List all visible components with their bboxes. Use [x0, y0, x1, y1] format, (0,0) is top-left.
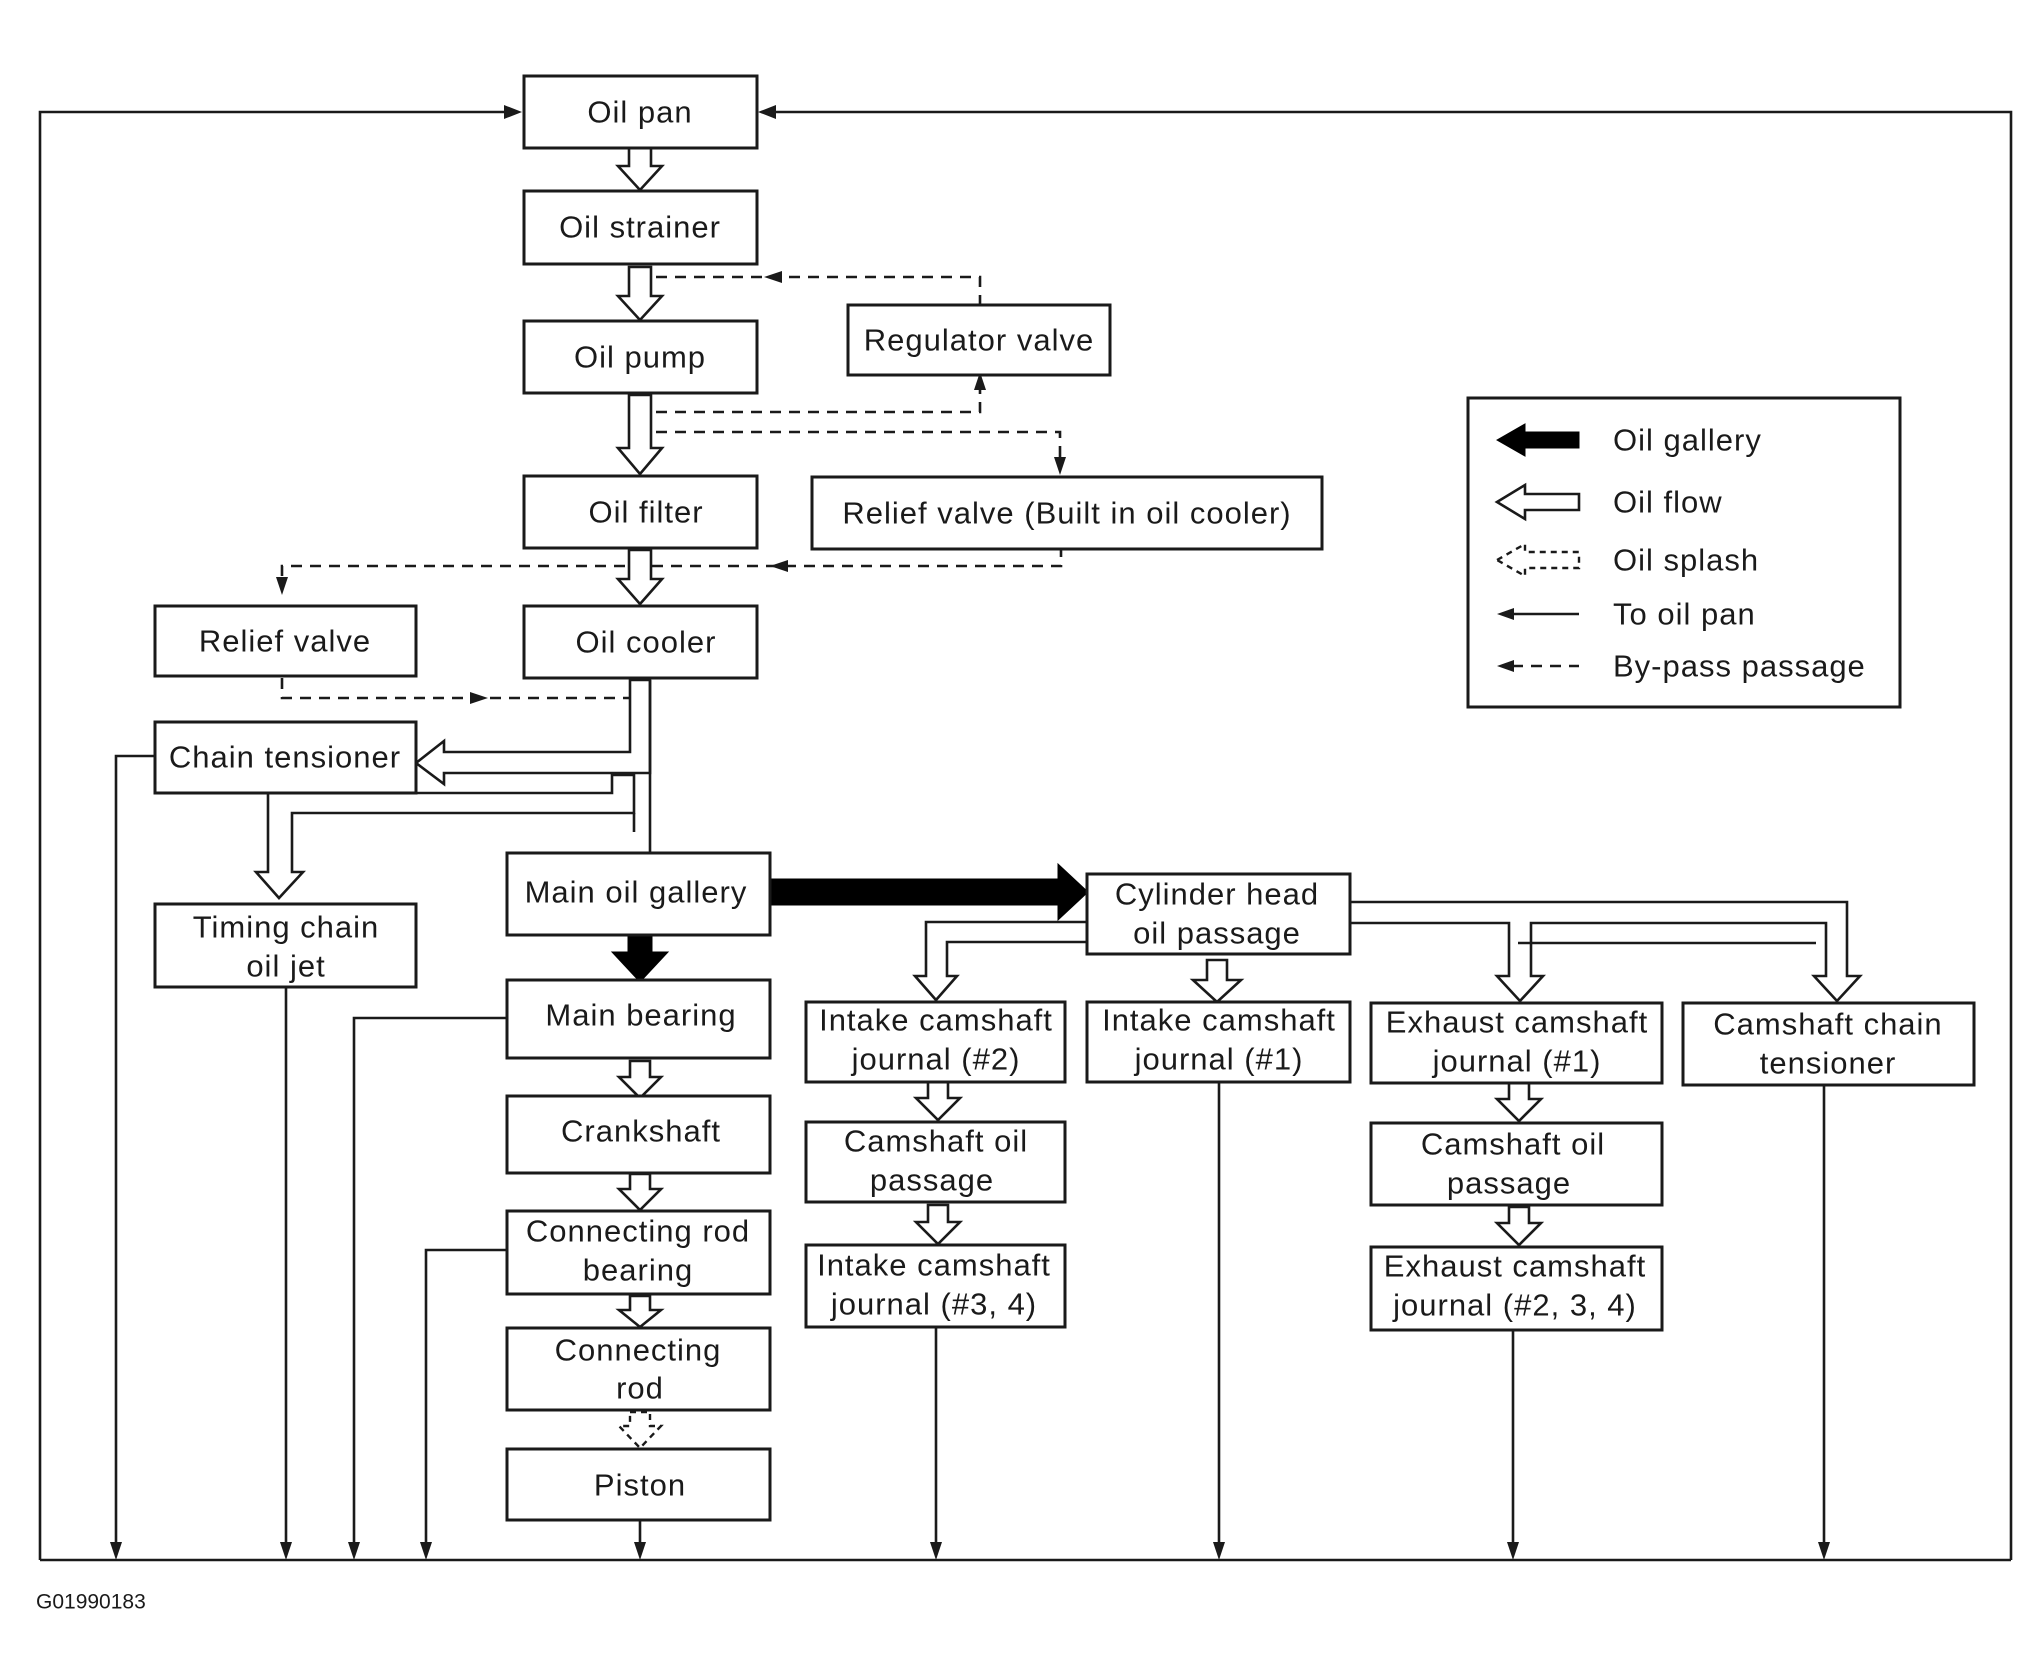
node-camshaft-oil-passage-intake: Camshaft oil passage: [804, 1120, 1067, 1204]
svg-text:Oil gallery: Oil gallery: [1613, 423, 1762, 458]
svg-text:Oil filter: Oil filter: [588, 495, 703, 530]
svg-text:Piston: Piston: [594, 1468, 686, 1503]
svg-text:Oil cooler: Oil cooler: [576, 625, 717, 660]
svg-text:Connecting rod: Connecting rod: [526, 1214, 750, 1249]
node-oil-cooler: Oil cooler: [522, 604, 759, 680]
svg-text:Oil pump: Oil pump: [574, 340, 706, 375]
figure-code: G01990183: [36, 1591, 146, 1614]
svg-text:Intake camshaft: Intake camshaft: [817, 1248, 1051, 1283]
node-timing-chain-oil-jet: Timing chain oil jet: [153, 902, 418, 989]
svg-text:Relief valve (Built in oil coo: Relief valve (Built in oil cooler): [842, 496, 1291, 531]
svg-text:Main oil gallery: Main oil gallery: [525, 875, 748, 910]
svg-text:passage: passage: [870, 1163, 994, 1198]
svg-text:Timing chain: Timing chain: [193, 910, 380, 945]
node-piston: Piston: [505, 1447, 772, 1522]
svg-text:journal (#2): journal (#2): [851, 1042, 1021, 1077]
svg-text:Camshaft chain: Camshaft chain: [1713, 1007, 1942, 1042]
return-loop: [38, 105, 2013, 1562]
node-exhaust-camshaft-journal-234: Exhaust camshaft journal (#2, 3, 4): [1369, 1245, 1664, 1332]
svg-text:Intake camshaft: Intake camshaft: [819, 1003, 1053, 1038]
svg-text:Exhaust camshaft: Exhaust camshaft: [1384, 1249, 1646, 1284]
svg-text:Oil flow: Oil flow: [1613, 485, 1723, 520]
node-oil-filter: Oil filter: [522, 474, 759, 550]
node-relief-valve: Relief valve: [153, 604, 418, 678]
node-connecting-rod-bearing: Connecting rod bearing: [505, 1209, 772, 1296]
bypass-passages: [276, 271, 1066, 704]
svg-text:rod: rod: [616, 1371, 664, 1406]
svg-text:Camshaft oil: Camshaft oil: [844, 1124, 1028, 1159]
svg-text:Oil pan: Oil pan: [587, 95, 692, 130]
node-oil-pan: Oil pan: [522, 74, 759, 150]
svg-text:Relief valve: Relief valve: [199, 624, 371, 659]
svg-text:Oil strainer: Oil strainer: [559, 210, 721, 245]
legend-bypass: By-pass passage: [1497, 649, 1866, 684]
svg-text:To oil pan: To oil pan: [1613, 597, 1756, 632]
svg-text:oil passage: oil passage: [1133, 916, 1301, 951]
node-crankshaft: Crankshaft: [505, 1094, 772, 1175]
node-oil-strainer: Oil strainer: [522, 189, 759, 266]
node-main-bearing: Main bearing: [505, 978, 772, 1060]
legend: Oil gallery Oil flow Oil splash To oil p…: [1466, 396, 1902, 709]
svg-text:By-pass passage: By-pass passage: [1613, 649, 1866, 684]
svg-text:Intake camshaft: Intake camshaft: [1102, 1003, 1336, 1038]
node-regulator-valve: Regulator valve: [846, 303, 1112, 377]
svg-text:Chain tensioner: Chain tensioner: [169, 740, 401, 775]
svg-text:journal (#3, 4): journal (#3, 4): [830, 1287, 1037, 1322]
node-exhaust-camshaft-journal-1: Exhaust camshaft journal (#1): [1369, 1001, 1664, 1085]
node-intake-camshaft-journal-1: Intake camshaft journal (#1): [1085, 1000, 1352, 1084]
svg-text:Camshaft oil: Camshaft oil: [1421, 1127, 1605, 1162]
legend-oil-gallery: Oil gallery: [1495, 423, 1762, 458]
node-intake-camshaft-journal-34: Intake camshaft journal (#3, 4): [804, 1243, 1067, 1329]
svg-text:Regulator valve: Regulator valve: [864, 323, 1094, 358]
svg-text:journal (#1): journal (#1): [1134, 1042, 1304, 1077]
legend-oil-splash: Oil splash: [1494, 541, 1759, 579]
node-camshaft-chain-tensioner: Camshaft chain tensioner: [1681, 1001, 1976, 1087]
node-oil-pump: Oil pump: [522, 319, 759, 395]
svg-text:oil jet: oil jet: [246, 949, 325, 984]
svg-text:Crankshaft: Crankshaft: [561, 1114, 721, 1149]
svg-text:Main bearing: Main bearing: [545, 998, 736, 1033]
svg-text:Exhaust camshaft: Exhaust camshaft: [1386, 1005, 1648, 1040]
flow-arrows: [253, 146, 1863, 1450]
svg-text:passage: passage: [1447, 1166, 1571, 1201]
svg-text:journal (#1): journal (#1): [1432, 1044, 1602, 1079]
node-relief-valve-cooler: Relief valve (Built in oil cooler): [810, 475, 1324, 551]
svg-text:Cylinder head: Cylinder head: [1115, 877, 1319, 912]
node-chain-tensioner: Chain tensioner: [153, 720, 418, 795]
legend-oil-flow: Oil flow: [1494, 482, 1723, 522]
gallery-arrows: [610, 862, 1089, 983]
node-main-oil-gallery: Main oil gallery: [505, 851, 772, 937]
node-intake-camshaft-journal-2: Intake camshaft journal (#2): [804, 1000, 1067, 1084]
svg-text:bearing: bearing: [583, 1253, 693, 1288]
legend-to-oil-pan: To oil pan: [1497, 597, 1756, 632]
svg-text:Oil splash: Oil splash: [1613, 543, 1759, 578]
node-cylinder-head-oil-passage: Cylinder head oil passage: [1085, 872, 1352, 956]
return-lines: [110, 754, 1830, 1560]
svg-text:tensioner: tensioner: [1760, 1046, 1897, 1081]
node-connecting-rod: Connecting rod: [505, 1326, 772, 1412]
svg-text:Connecting: Connecting: [555, 1333, 722, 1368]
svg-text:journal (#2, 3, 4): journal (#2, 3, 4): [1392, 1288, 1637, 1323]
node-camshaft-oil-passage-exhaust: Camshaft oil passage: [1369, 1121, 1664, 1207]
